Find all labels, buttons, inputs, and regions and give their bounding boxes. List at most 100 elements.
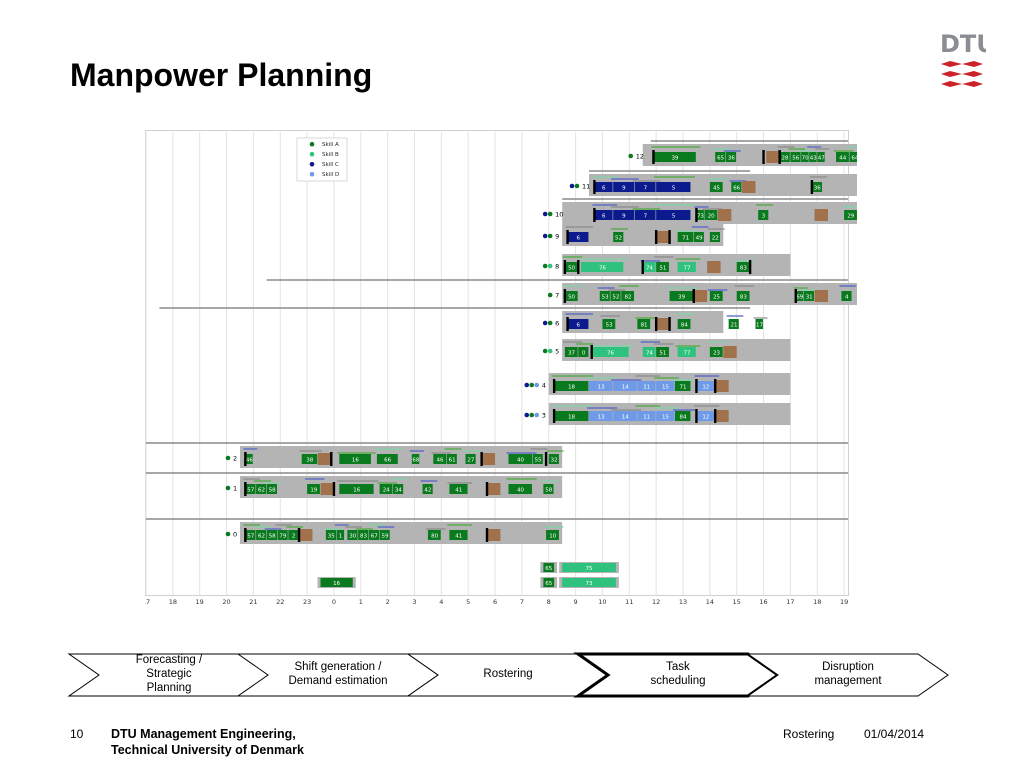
task-block — [613, 411, 637, 421]
task-label: 21 — [731, 323, 738, 329]
task-label: 13 — [598, 415, 605, 421]
task-block — [594, 210, 613, 220]
task-block — [621, 291, 635, 301]
shift-edge-marker — [563, 289, 567, 303]
legend-label: Skill A — [322, 142, 339, 148]
axis-tick-label: 1 — [359, 598, 363, 606]
skill-dot — [225, 455, 231, 461]
logo-wave-1 — [941, 71, 983, 77]
task-block — [656, 262, 669, 272]
task-label: 16 — [353, 488, 360, 494]
skill-dot — [534, 412, 540, 418]
legend-label: Skill D — [322, 172, 339, 178]
task-block — [245, 484, 256, 494]
task-block — [449, 530, 468, 540]
task-label: 57 — [247, 488, 254, 494]
shift-bar — [589, 174, 857, 196]
unassigned-task-label: 65 — [545, 566, 552, 572]
task-label: 6 — [602, 214, 606, 220]
skill-dot — [542, 211, 548, 217]
task-block — [379, 484, 393, 494]
task-block — [358, 530, 369, 540]
task-block — [613, 232, 624, 242]
task-label: 36 — [728, 156, 735, 162]
task-block — [591, 347, 629, 357]
task-label: 44 — [839, 156, 846, 162]
task-block — [449, 484, 468, 494]
task-block — [801, 152, 809, 162]
task-label: 74 — [646, 351, 653, 357]
task-block — [336, 530, 345, 540]
gantt-chart: 3965362856704347446426126975456636116975… — [145, 130, 857, 606]
break-block — [742, 181, 756, 193]
logo-mark — [941, 61, 983, 87]
break-block — [656, 318, 670, 330]
task-label: 83 — [360, 534, 367, 540]
skill-dot — [529, 412, 535, 418]
task-label: 84 — [680, 415, 687, 421]
logo-wave-2 — [941, 81, 983, 87]
unassigned-task-label: 65 — [545, 581, 552, 587]
task-block — [736, 291, 750, 301]
task-label: 32 — [551, 458, 558, 464]
break-block — [299, 529, 313, 541]
legend-dot — [309, 161, 315, 167]
axis-tick-label: 2 — [386, 598, 390, 606]
task-block — [709, 347, 723, 357]
task-block — [594, 182, 613, 192]
task-label: 73 — [697, 214, 704, 220]
skill-dot — [524, 412, 530, 418]
task-block — [578, 347, 589, 357]
task-label: 52 — [615, 236, 622, 242]
skill-dot — [547, 211, 553, 217]
task-label: 58 — [269, 534, 276, 540]
task-block — [677, 232, 694, 242]
axis-tick-label: 21 — [249, 598, 257, 606]
task-label: 61 — [449, 458, 456, 464]
unassigned-task-label: 16 — [333, 581, 340, 587]
task-label: 66 — [733, 186, 740, 192]
axis-tick-label: 19 — [196, 598, 204, 606]
task-label: 53 — [606, 323, 613, 329]
shift-edge-marker — [668, 317, 671, 331]
task-block — [653, 152, 696, 162]
task-label: 5 — [672, 214, 676, 220]
task-label: 80 — [431, 534, 438, 540]
break-block — [320, 483, 334, 495]
task-block — [674, 411, 691, 421]
task-label: 13 — [598, 385, 605, 391]
task-block — [779, 152, 790, 162]
task-label: 11 — [643, 385, 650, 391]
task-label: 46 — [437, 458, 444, 464]
axis-tick-label: 18 — [813, 598, 821, 606]
page-number: 10 — [70, 727, 84, 741]
axis-tick-label: 7 — [520, 598, 524, 606]
task-block — [610, 291, 621, 301]
task-label: 49 — [696, 236, 703, 242]
task-label: 39 — [671, 156, 678, 162]
task-label: 39 — [678, 295, 685, 301]
task-label: 79 — [279, 534, 286, 540]
task-block — [656, 347, 669, 357]
task-block — [836, 152, 849, 162]
shift-edge-marker — [762, 150, 765, 164]
task-block — [368, 530, 379, 540]
shift-edge-marker — [485, 528, 489, 542]
break-block — [715, 410, 729, 422]
task-label: 12 — [702, 415, 709, 421]
break-block — [715, 380, 729, 392]
footer-date: 01/04/2014 — [864, 727, 925, 741]
worker-id-label: 2 — [233, 455, 237, 463]
shift-edge-marker — [714, 379, 717, 393]
task-block — [567, 232, 589, 242]
skill-dot — [547, 233, 553, 239]
task-label: 82 — [624, 295, 631, 301]
logo-text: DTU — [940, 30, 986, 58]
task-block — [637, 319, 651, 329]
task-block — [339, 484, 374, 494]
task-block — [809, 152, 817, 162]
unassigned-task — [320, 578, 353, 587]
